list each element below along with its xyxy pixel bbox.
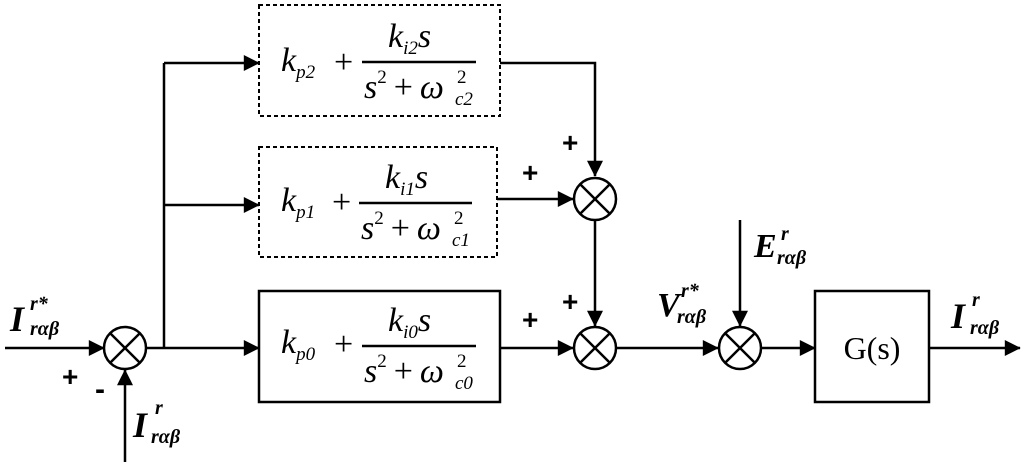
block-p2-kp: k	[281, 42, 297, 79]
block-p1-ki-sub: i1	[400, 179, 415, 200]
block-p0-omega-sup: 2	[457, 351, 467, 372]
svg-text:ki0s: ki0s	[388, 302, 431, 343]
block-p0-omega-sub: c0	[455, 373, 473, 394]
voltage-ref-sup: r*	[681, 280, 700, 302]
block-p0-den-sq: 2	[377, 351, 387, 372]
emf-sub: rαβ	[777, 247, 807, 269]
block-p0-kp-sub: p0	[294, 344, 316, 365]
voltage-ref-sub: rαβ	[677, 306, 707, 328]
block-p1-ki: k	[385, 159, 401, 196]
voltage-ref-base: V	[657, 287, 682, 324]
summing-junction-0	[102, 325, 148, 371]
input-ref-sup: r*	[30, 293, 49, 315]
p2-to-sum1	[500, 61, 603, 177]
plant-block: G(s)	[813, 289, 931, 404]
block-p1-kp-sub: p1	[294, 202, 315, 223]
svg-text:kp2: kp2	[281, 42, 316, 83]
block-p2-frame	[258, 4, 501, 117]
label-output: I r rαβ	[950, 289, 1000, 339]
block-p2-plus: +	[334, 44, 353, 81]
label-feedback: I r rαβ	[132, 397, 181, 448]
signal-lines	[5, 55, 1021, 462]
block-p1-den-s: s	[361, 210, 374, 247]
block-p0-den-plus: +	[394, 353, 413, 390]
resonant-block-p0: kp0 + ki0s s2+ω 2 c0	[257, 289, 502, 404]
resonant-block-p2: kp2 + ki2s s2+ω 2 c2	[258, 4, 501, 117]
feedback-sub: rαβ	[151, 426, 181, 448]
summing-junction-3	[717, 325, 763, 371]
plant-label: G(s)	[844, 330, 901, 366]
block-p0-plus: +	[334, 326, 353, 363]
label-voltage-reference: V r* rαβ	[657, 280, 707, 328]
feedback-sup: r	[155, 397, 163, 419]
emf-sup: r	[781, 223, 789, 245]
block-p2-kp-sub: p2	[294, 62, 316, 83]
sign-sum1-left: +	[522, 157, 538, 188]
block-p2-omega: ω	[420, 69, 444, 106]
sign-sum2-left: +	[522, 304, 538, 335]
block-p1-omega: ω	[417, 210, 441, 247]
feedback-base: I	[132, 405, 149, 445]
sign-input-plus: +	[62, 361, 78, 392]
summing-junction-1	[572, 176, 618, 222]
block-p1-omega-sub: c1	[452, 230, 470, 251]
svg-text:s2+ω: s2 +ω	[361, 208, 441, 247]
block-p0-ki: k	[388, 302, 404, 339]
svg-text:s2+ω: s2 +ω	[364, 67, 444, 106]
block-p2-den-s: s	[364, 69, 377, 106]
svg-text:kp0: kp0	[281, 324, 316, 365]
block-p1-omega-sup: 2	[454, 208, 464, 229]
block-p2-den-plus: +	[394, 69, 413, 106]
block-p2-omega-sup: 2	[457, 67, 467, 88]
svg-text:kp1: kp1	[281, 182, 315, 223]
block-p2-num-s: s	[418, 18, 431, 55]
block-p1-den-sq: 2	[374, 208, 384, 229]
input-ref-base: I	[9, 299, 26, 339]
sign-marks: + - + + + +	[62, 127, 578, 406]
sign-sum2-top: +	[562, 286, 578, 317]
block-p2-den-sq: 2	[377, 67, 387, 88]
block-p0-kp: k	[281, 324, 297, 361]
block-p0-omega: ω	[420, 353, 444, 390]
block-p0-ki-sub: i0	[403, 322, 418, 343]
svg-text:s2+ω: s2 +ω	[364, 351, 444, 390]
block-p1-plus: +	[332, 184, 351, 221]
block-p1-kp: k	[281, 182, 297, 219]
resonant-block-p1: kp1 + ki1s s2+ω 2 c1	[258, 146, 498, 258]
output-base: I	[950, 296, 967, 336]
svg-text:ki2s: ki2s	[388, 18, 431, 59]
emf-base: E	[753, 228, 777, 265]
block-p1-den-plus: +	[391, 210, 410, 247]
svg-text:ki1s: ki1s	[385, 159, 428, 200]
block-p2-ki: k	[388, 18, 404, 55]
label-emf: E r rαβ	[753, 223, 807, 269]
label-input-reference: I r* rαβ	[9, 293, 60, 340]
output-sub: rαβ	[970, 317, 1000, 339]
block-p2-ki-sub: i2	[403, 38, 418, 59]
block-p1-num-s: s	[415, 159, 428, 196]
input-ref-sub: rαβ	[30, 318, 60, 340]
output-sup: r	[972, 289, 980, 311]
sign-input-minus: -	[95, 373, 105, 406]
sign-sum1-top: +	[562, 127, 578, 158]
summing-junction-2	[572, 325, 618, 371]
block-p0-den-s: s	[364, 353, 377, 390]
block-p2-omega-sub: c2	[455, 89, 473, 110]
plant-frame	[813, 289, 931, 404]
block-p0-num-s: s	[418, 302, 431, 339]
